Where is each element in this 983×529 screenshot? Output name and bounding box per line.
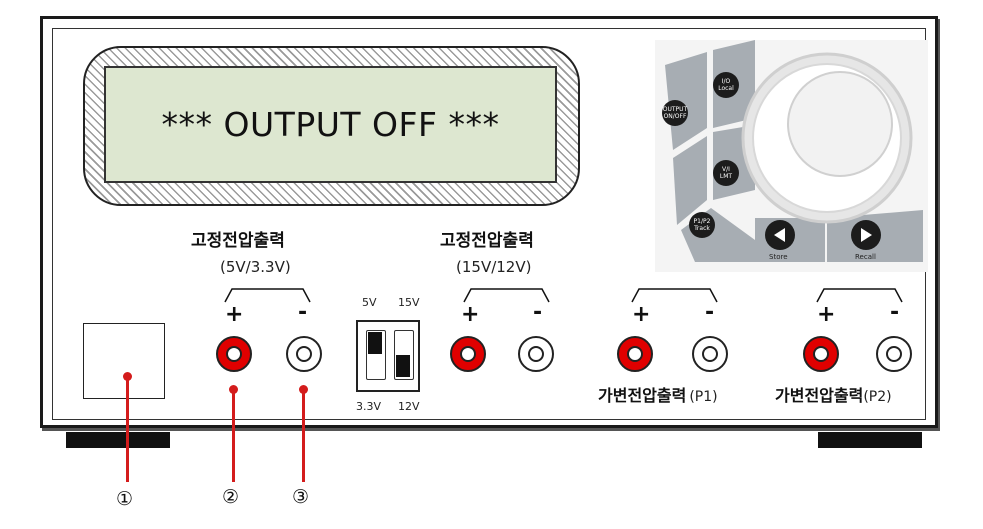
left-foot xyxy=(66,432,170,448)
variable-output-2-minus: - xyxy=(890,300,900,325)
variable-output-1-plus: + xyxy=(632,302,651,327)
p1p2-button-sublabel: Track xyxy=(694,225,710,232)
right-foot xyxy=(818,432,922,448)
display-text: *** OUTPUT OFF *** xyxy=(161,105,500,144)
switch-label-12v: 12V xyxy=(398,400,420,413)
callout-1-line xyxy=(126,378,129,482)
fixed-output-1-bracket xyxy=(224,288,311,303)
fixed-output-1-minus: - xyxy=(298,300,308,325)
variable-output-2-suffix: (P2) xyxy=(863,389,892,405)
output-button-label: OUTPUT xyxy=(662,105,688,113)
io-button-label: I/O xyxy=(721,77,731,85)
fixed-output-2-plus: + xyxy=(461,302,480,327)
callout-3-line xyxy=(302,390,305,482)
right-arrow-icon xyxy=(861,228,872,242)
p1p2-button-label: P1/P2 xyxy=(693,217,711,225)
fixed-output-2-negative-terminal[interactable] xyxy=(518,336,554,372)
fixed-output-1-positive-terminal[interactable] xyxy=(216,336,252,372)
output-button-sublabel: ON/OFF xyxy=(663,113,687,120)
p1p2-track-button[interactable]: P1/P2 Track xyxy=(689,212,715,238)
recall-button[interactable] xyxy=(851,220,881,250)
recall-label: Recall xyxy=(855,253,876,261)
variable-output-2-label: 가변전압출력(P2) xyxy=(775,382,892,406)
voltage-selector-switch[interactable] xyxy=(356,320,420,392)
callout-2-dot xyxy=(229,385,238,394)
variable-output-1-positive-terminal[interactable] xyxy=(617,336,653,372)
fixed-output-2-minus: - xyxy=(533,300,543,325)
io-button-sublabel: Local xyxy=(718,85,734,92)
switch-label-15v: 15V xyxy=(398,296,420,309)
variable-output-1-bracket xyxy=(631,288,718,303)
variable-output-2-bracket xyxy=(816,288,903,303)
fixed-output-1-subtitle: (5V/3.3V) xyxy=(220,258,291,276)
fixed-output-2-positive-terminal[interactable] xyxy=(450,336,486,372)
store-label: Store xyxy=(769,253,788,261)
control-area: OUTPUT ON/OFF I/O Local V/I LMT P1/P2 Tr… xyxy=(655,40,928,272)
callout-1-number: ① xyxy=(116,488,134,510)
vi-lmt-button[interactable]: V/I LMT xyxy=(713,160,739,186)
vi-button-label: V/I xyxy=(722,165,730,173)
variable-output-1-minus: - xyxy=(705,300,715,325)
dip-switch-left[interactable] xyxy=(366,330,386,380)
fixed-output-1-plus: + xyxy=(225,302,244,327)
variable-output-2-title: 가변전압출력 xyxy=(775,386,864,405)
variable-output-1-label: 가변전압출력(P1) xyxy=(598,382,718,406)
fixed-output-2-subtitle: (15V/12V) xyxy=(456,258,532,276)
dip-switch-right[interactable] xyxy=(394,330,414,380)
fixed-output-1-negative-terminal[interactable] xyxy=(286,336,322,372)
output-onoff-button[interactable]: OUTPUT ON/OFF xyxy=(662,100,688,126)
store-button[interactable] xyxy=(765,220,795,250)
callout-3-dot xyxy=(299,385,308,394)
switch-label-3v3: 3.3V xyxy=(356,400,382,413)
variable-output-1-negative-terminal[interactable] xyxy=(692,336,728,372)
variable-output-2-positive-terminal[interactable] xyxy=(803,336,839,372)
variable-output-1-suffix: (P1) xyxy=(689,389,718,405)
fixed-output-2-bracket xyxy=(463,288,550,303)
io-local-button[interactable]: I/O Local xyxy=(713,72,739,98)
variable-output-1-title: 가변전압출력 xyxy=(598,386,687,405)
fixed-output-1-title: 고정전압출력 xyxy=(191,231,285,251)
callout-2-line xyxy=(232,390,235,482)
vi-button-sublabel: LMT xyxy=(719,173,733,180)
variable-output-2-negative-terminal[interactable] xyxy=(876,336,912,372)
fixed-output-2-title: 고정전압출력 xyxy=(440,231,534,251)
power-switch[interactable] xyxy=(83,323,165,399)
switch-label-5v: 5V xyxy=(362,296,377,309)
callout-3-number: ③ xyxy=(292,486,310,508)
callout-2-number: ② xyxy=(222,486,240,508)
variable-output-2-plus: + xyxy=(817,302,836,327)
lcd-display: *** OUTPUT OFF *** xyxy=(104,66,557,183)
callout-1-dot xyxy=(123,372,132,381)
left-arrow-icon xyxy=(774,228,785,242)
